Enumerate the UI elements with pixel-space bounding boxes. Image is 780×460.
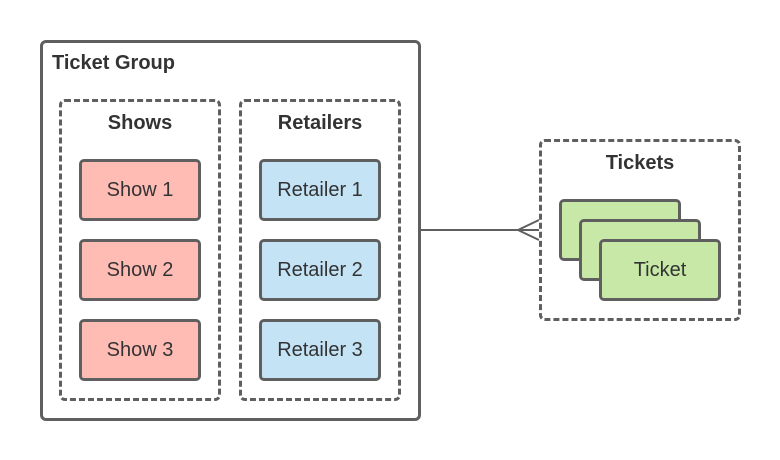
show-node-1: Show 1	[79, 159, 201, 221]
ticket-group-title: Ticket Group	[52, 52, 175, 74]
crowfoot-upper-prong	[517, 219, 540, 231]
shows-group-title: Shows	[107, 112, 173, 134]
tickets-group-title: Tickets	[605, 152, 675, 174]
ticket-card-front: Ticket	[599, 239, 721, 301]
retailer-node-1: Retailer 1	[259, 159, 381, 221]
retailer-node-3: Retailer 3	[259, 319, 381, 381]
retailers-group-title: Retailers	[277, 112, 363, 134]
show-node-2: Show 2	[79, 239, 201, 301]
show-node-3: Show 3	[79, 319, 201, 381]
retailer-node-2: Retailer 2	[259, 239, 381, 301]
crowfoot-lower-prong	[517, 229, 540, 241]
